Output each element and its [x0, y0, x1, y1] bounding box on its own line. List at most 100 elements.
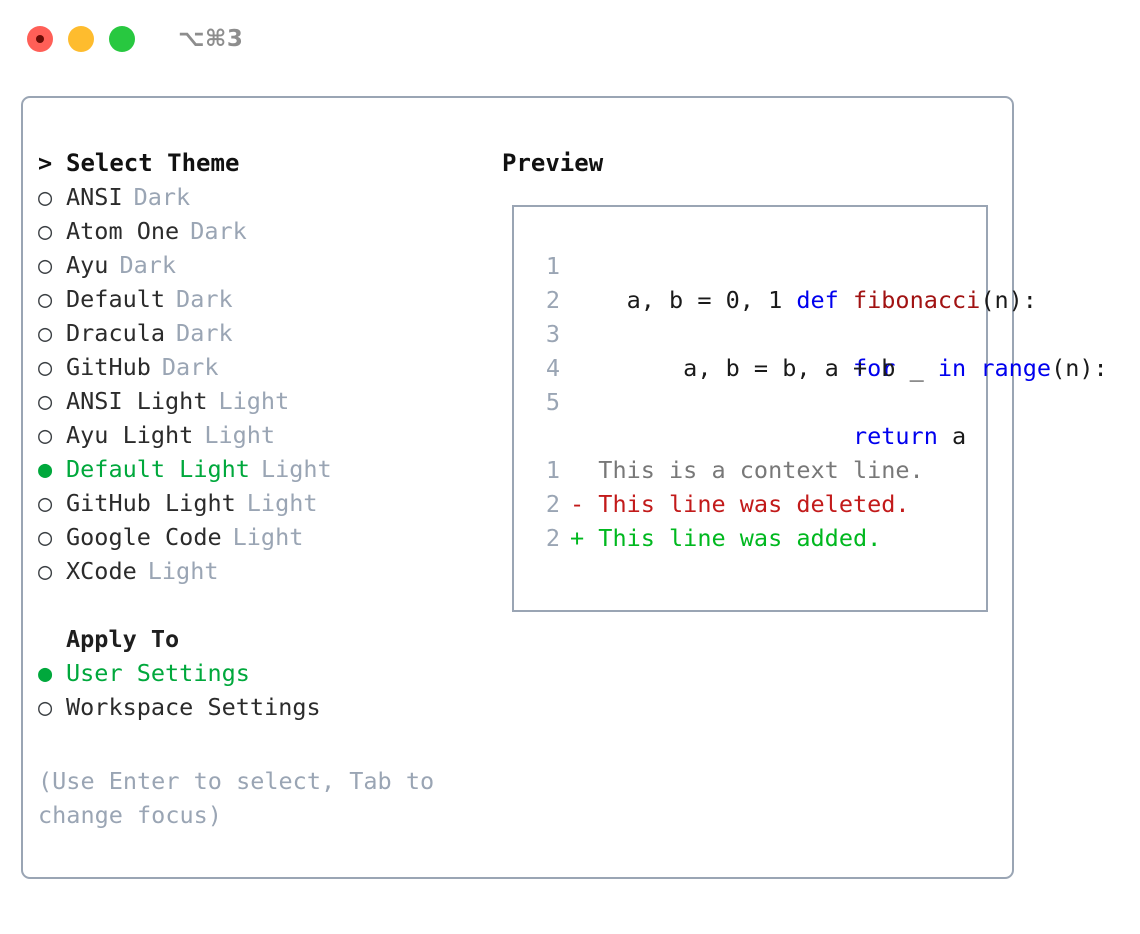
theme-label: GitHub — [66, 353, 151, 381]
theme-list-item[interactable]: ○ XCode Light — [38, 554, 498, 588]
theme-label: ANSI — [66, 183, 123, 211]
theme-list-item[interactable]: ○ Atom One Dark — [38, 214, 498, 248]
theme-badge: Dark — [176, 319, 233, 347]
apply-to-item-selected[interactable]: ● User Settings — [38, 656, 498, 690]
theme-label: XCode — [66, 557, 137, 585]
theme-list-column: > Select Theme ○ ANSI Dark ○ Atom One Da… — [38, 146, 498, 724]
token-keyword: for — [852, 354, 896, 382]
theme-badge: Dark — [190, 217, 247, 245]
diff-text: This is a context line. — [570, 456, 924, 484]
radio-off-icon[interactable]: ○ — [38, 183, 53, 211]
line-number: 2 — [545, 524, 560, 552]
apply-to-title: Apply To — [66, 625, 180, 653]
theme-list-item-selected[interactable]: ● Default Light Light — [38, 452, 498, 486]
radio-off-icon[interactable]: ○ — [38, 523, 53, 551]
line-number: 3 — [545, 320, 560, 348]
theme-badge: Light — [232, 523, 304, 551]
theme-label: Google Code — [66, 523, 222, 551]
line-number: 2 — [545, 286, 560, 314]
theme-label: ANSI Light — [66, 387, 208, 415]
preview-code: 1 def fibonacci(n): 2 a, b = 0, 1 3 — [526, 249, 1108, 555]
code-line: 4 a, b = b, a + b — [526, 351, 1108, 385]
list-divider-space — [38, 588, 498, 622]
theme-badge: Light — [260, 455, 332, 483]
token-function: fibonacci — [852, 286, 981, 314]
code-text: a, b = b, a + b — [570, 354, 896, 382]
diff-line-added: 2 + This line was added. — [526, 521, 1108, 555]
theme-badge: Light — [218, 387, 290, 415]
radio-off-icon[interactable]: ○ — [38, 251, 53, 279]
keyboard-hint-text: (Use Enter to select, Tab to change focu… — [38, 767, 435, 829]
maximize-button[interactable] — [109, 26, 135, 52]
preview-title: Preview — [502, 149, 604, 177]
keyboard-shortcut-label: ⌥⌘3 — [178, 25, 244, 52]
theme-badge: Dark — [176, 285, 233, 313]
line-number: 5 — [545, 388, 560, 416]
diff-text: + This line was added. — [570, 524, 882, 552]
token-keyword: return — [852, 422, 938, 450]
line-number: 1 — [545, 456, 560, 484]
theme-label: Default — [66, 285, 166, 313]
caret-icon: > — [38, 149, 53, 177]
radio-off-icon[interactable]: ○ — [38, 387, 53, 415]
code-text: return a — [570, 385, 966, 487]
theme-list-item[interactable]: ○ ANSI Dark — [38, 180, 498, 214]
diff-text: - This line was deleted. — [570, 490, 910, 518]
token-plain — [839, 286, 853, 314]
radio-off-icon[interactable]: ○ — [38, 693, 53, 721]
theme-badge: Dark — [133, 183, 191, 211]
token-plain — [966, 354, 980, 382]
theme-label: Ayu Light — [66, 421, 194, 449]
theme-list-item[interactable]: ○ GitHub Dark — [38, 350, 498, 384]
code-line: 5 return a — [526, 385, 1108, 450]
radio-off-icon[interactable]: ○ — [38, 557, 53, 585]
select-theme-header: > Select Theme — [38, 146, 498, 180]
token-plain: a — [937, 422, 967, 450]
theme-label: Ayu — [66, 251, 109, 279]
radio-on-icon[interactable]: ● — [38, 659, 53, 687]
theme-label: GitHub Light — [66, 489, 236, 517]
token-keyword: def — [796, 286, 839, 314]
theme-badge: Dark — [161, 353, 219, 381]
radio-off-icon[interactable]: ○ — [38, 319, 53, 347]
apply-to-item[interactable]: ○ Workspace Settings — [38, 690, 498, 724]
token-keyword: in — [937, 354, 967, 382]
code-text: for _ in range(n): — [570, 317, 1108, 419]
radio-off-icon[interactable]: ○ — [38, 421, 53, 449]
line-number: 1 — [545, 252, 560, 280]
radio-off-icon[interactable]: ○ — [38, 217, 53, 245]
preview-box: 1 def fibonacci(n): 2 a, b = 0, 1 3 — [512, 205, 1108, 612]
code-text: def fibonacci(n): — [570, 249, 1037, 351]
theme-picker-panel: > Select Theme ○ ANSI Dark ○ Atom One Da… — [21, 96, 1108, 879]
theme-badge: Light — [204, 421, 276, 449]
theme-list-item[interactable]: ○ Default Dark — [38, 282, 498, 316]
radio-off-icon[interactable]: ○ — [38, 353, 53, 381]
theme-label: Dracula — [66, 319, 166, 347]
theme-list-item[interactable]: ○ Dracula Dark — [38, 316, 498, 350]
select-theme-title: Select Theme — [66, 149, 240, 177]
theme-label: Atom One — [66, 217, 180, 245]
theme-list-item[interactable]: ○ Ayu Dark — [38, 248, 498, 282]
token-plain: (n): — [980, 286, 1037, 314]
minimize-button[interactable] — [68, 26, 94, 52]
token-keyword: range — [980, 354, 1052, 382]
theme-list-item[interactable]: ○ Google Code Light — [38, 520, 498, 554]
theme-list-item[interactable]: ○ ANSI Light Light — [38, 384, 498, 418]
preview-column: Preview 1 def fibonacci(n): 2 a, b = 0, … — [502, 146, 1108, 612]
radio-off-icon[interactable]: ○ — [38, 285, 53, 313]
code-line: 3 for _ in range(n): — [526, 317, 1108, 382]
theme-badge: Light — [147, 557, 219, 585]
apply-to-label: User Settings — [66, 659, 250, 687]
radio-off-icon[interactable]: ○ — [38, 489, 53, 517]
theme-list-item[interactable]: ○ GitHub Light Light — [38, 486, 498, 520]
token-plain: (n): — [1051, 354, 1108, 382]
line-number: 2 — [545, 490, 560, 518]
spacer-icon: ○ — [38, 622, 66, 656]
line-number: 4 — [545, 354, 560, 382]
radio-on-icon[interactable]: ● — [38, 455, 53, 483]
theme-badge: Dark — [119, 251, 177, 279]
code-text: a, b = 0, 1 — [570, 286, 783, 314]
token-plain — [796, 422, 853, 450]
theme-list-item[interactable]: ○ Ayu Light Light — [38, 418, 498, 452]
close-button[interactable] — [27, 26, 53, 52]
